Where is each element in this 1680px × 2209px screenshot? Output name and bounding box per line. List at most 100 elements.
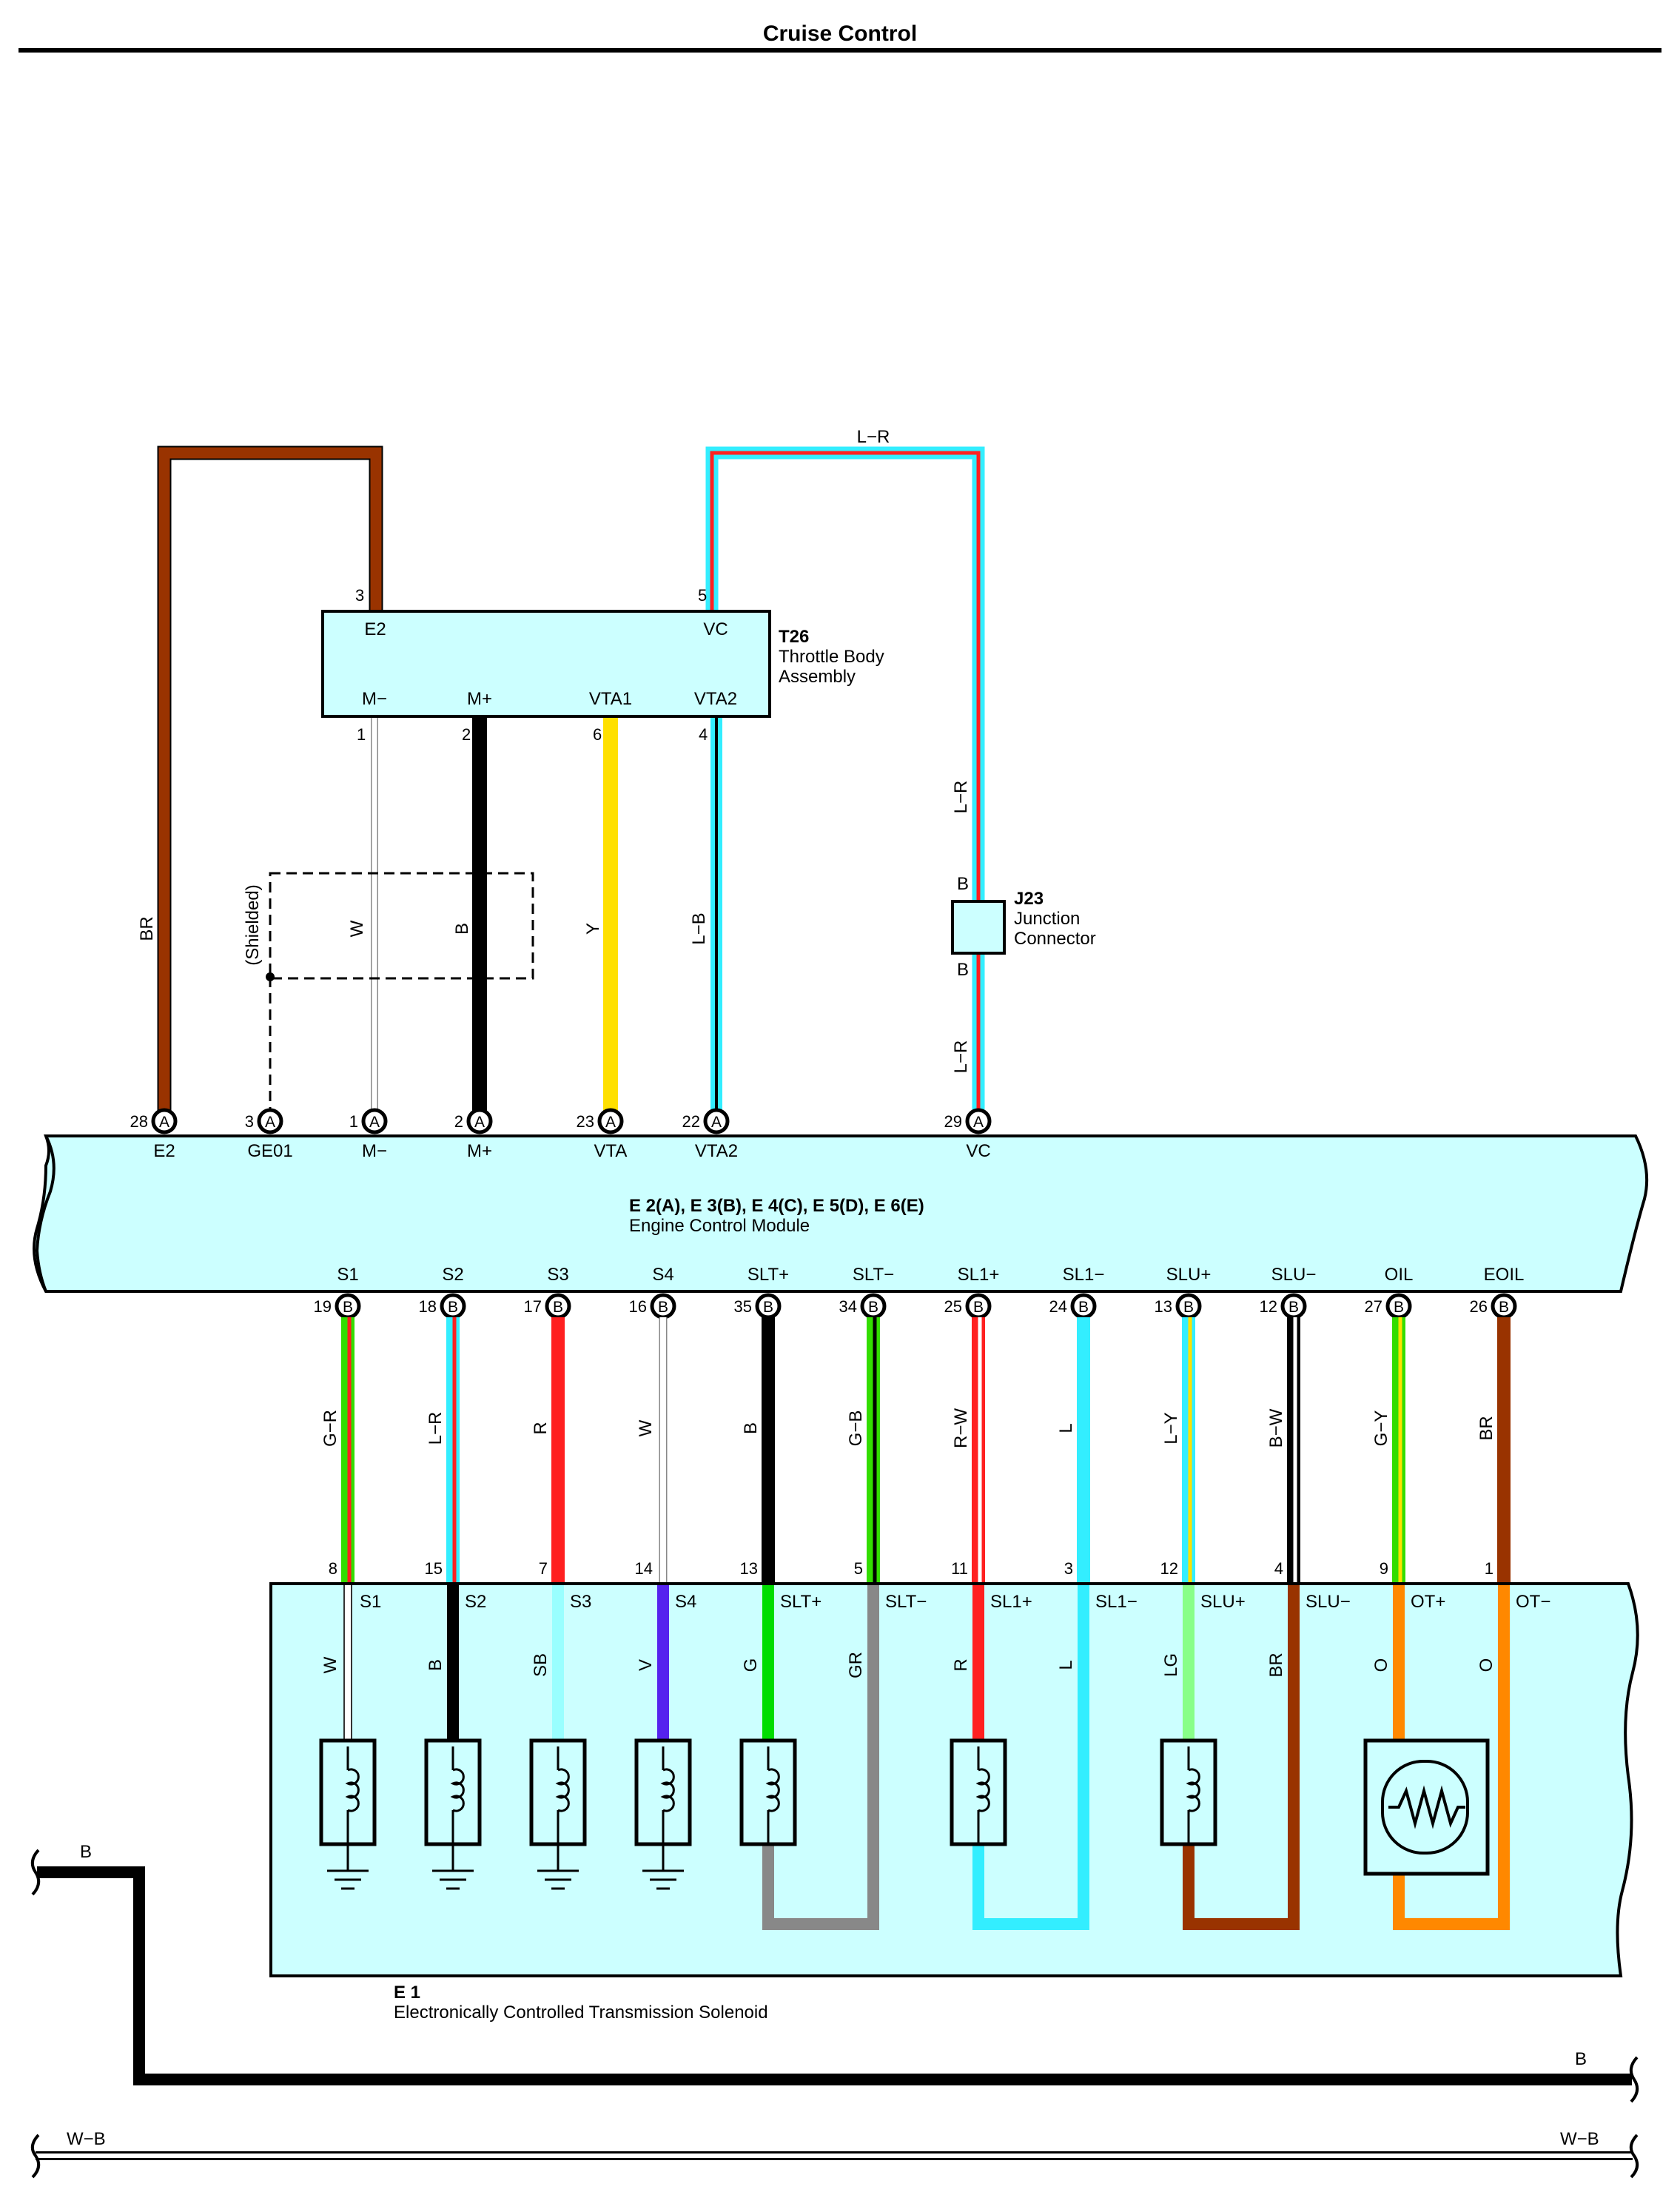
mid-wire-code-2: R	[531, 1422, 551, 1434]
ecm-top-pin-5-circle	[703, 1108, 730, 1134]
ecm-top-pin-4-circle	[597, 1108, 624, 1134]
mid-wire-code-11: BR	[1476, 1416, 1496, 1440]
t26-label-e2: E2	[364, 619, 386, 639]
int-wire-code-6: R	[951, 1658, 971, 1671]
ecm-bot-pin-label-9: SLU−	[1271, 1265, 1317, 1285]
ecm-bot-pin-label-6: SL1+	[958, 1265, 1000, 1285]
coil-0-winding	[345, 1768, 360, 1812]
ecm-top-pin-6-circle	[965, 1108, 992, 1134]
ecm-bot-pin-num-9: 12	[1260, 1297, 1277, 1316]
ecm-top-pin-label-2: M−	[362, 1141, 387, 1161]
ecm-bot-pin-10-letter: B	[1394, 1299, 1404, 1316]
ground-bus-label-left: B	[80, 1842, 92, 1862]
mid-wire-code-1: L−R	[426, 1412, 446, 1445]
ecm-top-pin-num-5: 22	[682, 1112, 700, 1131]
wire-code-y-top: Y	[583, 923, 603, 935]
j23-code: J23	[1014, 889, 1044, 909]
thermistor-body	[1381, 1760, 1469, 1855]
sol-pin-num-3: 14	[635, 1559, 653, 1578]
ecm-top-pin-1-letter: A	[265, 1114, 275, 1131]
sol-pin-num-11: 1	[1485, 1559, 1493, 1578]
sol-pin-label-1: S2	[465, 1592, 486, 1612]
mid-wire-code-8: L−Y	[1161, 1412, 1181, 1444]
shield-box	[269, 872, 534, 980]
ecm-top-pin-1-circle	[257, 1108, 283, 1134]
coil-8-winding	[1186, 1768, 1200, 1812]
page-title: Cruise Control	[763, 21, 917, 46]
ecm-bot-pin-label-1: S2	[442, 1265, 463, 1285]
ecm-bot-pin-label-0: S1	[337, 1265, 358, 1285]
wire-code-lr-vc-top: L−R	[857, 427, 890, 447]
ecm-bot-pin-label-5: SLT−	[853, 1265, 894, 1285]
ecm-top-pin-0-circle	[151, 1108, 178, 1134]
ecm-bot-pin-5-letter: B	[868, 1299, 878, 1316]
ecm-bot-pin-num-10: 27	[1365, 1297, 1382, 1316]
break-mark-right-b	[1629, 2056, 1639, 2103]
coil-6-winding	[975, 1768, 990, 1812]
sol-pin-label-5: SLT−	[885, 1592, 927, 1612]
coil-3-winding	[660, 1768, 675, 1812]
int-wire-code-2: SB	[531, 1653, 551, 1677]
ecm-bot-pin-0-letter: B	[343, 1299, 353, 1316]
t26-label-vta1: VTA1	[589, 689, 632, 709]
int-wire-code-1: B	[426, 1659, 446, 1671]
sol-pin-num-10: 9	[1380, 1559, 1388, 1578]
j23-box	[951, 900, 1006, 955]
ecm-top-pin-label-5: VTA2	[695, 1141, 738, 1161]
ecm-top-pin-2-letter: A	[369, 1114, 380, 1131]
sol-pin-num-2: 7	[539, 1559, 548, 1578]
int-wire-code-3: V	[636, 1659, 656, 1671]
wb-bus-label-right: W−B	[1560, 2129, 1599, 2149]
sol-pin-label-2: S3	[570, 1592, 591, 1612]
ecm-box	[33, 1134, 1649, 1293]
t26-pin2: 2	[462, 725, 471, 744]
ecm-bot-pin-num-6: 25	[944, 1297, 962, 1316]
ecm-top-pin-label-3: M+	[467, 1141, 492, 1161]
ecm-top-pin-num-2: 1	[349, 1112, 358, 1131]
ecm-bot-pin-8-letter: B	[1183, 1299, 1194, 1316]
ecm-bot-pin-7-letter: B	[1078, 1299, 1089, 1316]
sol-pin-num-9: 4	[1274, 1559, 1283, 1578]
wire-lr-vc-outer	[705, 446, 985, 1117]
int-wire-code-7: L	[1056, 1660, 1076, 1670]
throttle-body-box	[321, 610, 771, 718]
sol-pin-label-3: S4	[675, 1592, 696, 1612]
coil-1-winding	[450, 1768, 465, 1812]
ecm-top-pin-2-circle	[361, 1108, 388, 1134]
break-mark-left-b	[30, 1849, 41, 1896]
t26-pin6: 6	[593, 725, 602, 744]
ecm-top-pin-label-1: GE01	[247, 1141, 292, 1161]
ecm-bot-pin-2-letter: B	[553, 1299, 563, 1316]
sol-pin-label-10: OT+	[1411, 1592, 1445, 1612]
t26-name-2: Assembly	[779, 667, 856, 687]
int-wire-code-5: GR	[846, 1652, 866, 1678]
int-wire-code-0: W	[320, 1656, 340, 1673]
thermistor-zigzag	[1388, 1785, 1465, 1829]
ecm-bot-pin-label-2: S3	[547, 1265, 568, 1285]
ecm-top-pin-label-6: VC	[966, 1141, 990, 1161]
mid-wire-code-3: W	[636, 1419, 656, 1436]
t26-label-m+: M+	[467, 689, 492, 709]
ecm-top-pin-num-6: 29	[944, 1112, 962, 1131]
t26-label-m-: M−	[362, 689, 387, 709]
int-wire-code-11: O	[1476, 1658, 1496, 1672]
int-wire-code-9: BR	[1266, 1652, 1286, 1677]
coil-2-winding	[555, 1768, 570, 1812]
sol-pin-num-4: 13	[740, 1559, 758, 1578]
ecm-bot-pin-num-4: 35	[734, 1297, 752, 1316]
ecm-bot-pin-11-letter: B	[1499, 1299, 1509, 1316]
solenoid-coils	[319, 1738, 1490, 1890]
sol-pin-label-11: OT−	[1516, 1592, 1550, 1612]
sol-pin-num-7: 3	[1064, 1559, 1073, 1578]
ecm-top-pin-0-letter: A	[159, 1114, 169, 1131]
wb-bus-label-left: W−B	[67, 2129, 106, 2149]
ecm-top-pin-num-3: 2	[454, 1112, 463, 1131]
sol-pin-label-9: SLU−	[1306, 1592, 1351, 1612]
ecm-bot-pin-num-1: 18	[419, 1297, 437, 1316]
sol-pin-label-4: SLT+	[780, 1592, 821, 1612]
wire-code-lb-top: L−B	[689, 912, 709, 944]
sol-pin-label-0: S1	[360, 1592, 381, 1612]
